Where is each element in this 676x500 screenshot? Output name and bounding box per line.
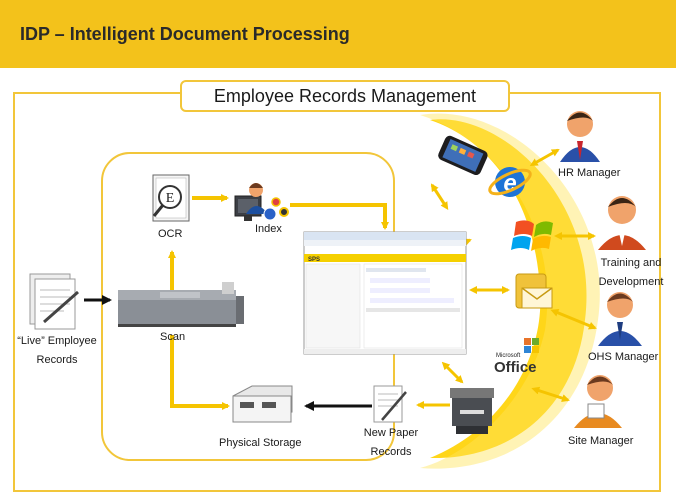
- hr-manager-label: HR Manager: [558, 167, 621, 179]
- training-label-line1: Training and: [600, 257, 662, 269]
- arrow-phone-app: [430, 183, 449, 211]
- index-label: Index: [255, 223, 282, 235]
- new-paper-label-line2: Records: [370, 446, 412, 458]
- training-label-line2: Development: [598, 276, 664, 288]
- app-screenshot: SPS: [303, 231, 467, 355]
- live-records-label-line1: “Live” Employee: [17, 335, 97, 347]
- diagram-title: Employee Records Management: [180, 80, 510, 112]
- ocr-label: OCR: [158, 228, 183, 240]
- ohs-manager-avatar: [598, 292, 642, 346]
- page-title: IDP – Intelligent Document Processing: [20, 24, 350, 44]
- yellow-glow-band: [420, 113, 600, 469]
- physical-storage-label: Physical Storage: [219, 437, 302, 449]
- header-banner: IDP – Intelligent Document Processing: [0, 0, 676, 68]
- scan-label: Scan: [160, 331, 186, 343]
- app-logo: SPS: [308, 257, 320, 263]
- live-records-label-line2: Records: [36, 354, 78, 366]
- new-paper-label-line1: New Paper: [363, 427, 419, 439]
- live-records-icon: [29, 273, 79, 330]
- training-label: Training and Development: [588, 254, 674, 292]
- ocr-document-icon: E: [152, 174, 190, 222]
- copier-icon: [450, 388, 494, 434]
- arrow-office-site: [531, 386, 570, 402]
- arrow-app-copier: [441, 361, 464, 384]
- hr-manager-avatar: [560, 111, 600, 162]
- smartphone-icon: [438, 135, 488, 176]
- live-records-label: “Live” Employee Records: [12, 332, 102, 370]
- arrow-browser-hr: [529, 148, 560, 166]
- arrow-scan-to-storage: [170, 335, 230, 410]
- storage-box-icon: [232, 385, 293, 423]
- windows-icon: [511, 220, 553, 251]
- site-manager-label: Site Manager: [568, 435, 634, 447]
- ocr-glyph: E: [166, 191, 175, 206]
- arrow-outlook-ohs: [550, 309, 597, 330]
- ms-office-text: Office: [494, 359, 537, 376]
- scanner-icon: [118, 282, 244, 327]
- new-paper-icon: [373, 385, 407, 423]
- training-avatar: [598, 196, 646, 250]
- new-paper-label: New Paper Records: [358, 424, 424, 462]
- ohs-manager-label: OHS Manager: [588, 351, 659, 363]
- internet-explorer-icon: e: [488, 167, 532, 197]
- arrow-index-to-app: [290, 203, 389, 230]
- site-manager-avatar: [574, 375, 622, 428]
- ms-office-logo: Microsoft Office: [494, 338, 539, 376]
- ms-office-small-text: Microsoft: [496, 353, 521, 359]
- index-operator-icon: [234, 183, 289, 221]
- outlook-icon: [515, 273, 553, 309]
